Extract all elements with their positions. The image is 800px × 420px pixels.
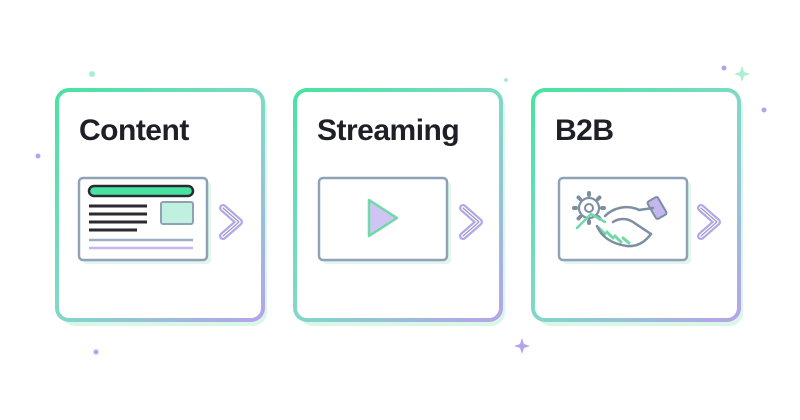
play-icon xyxy=(367,198,399,238)
handshake-icon xyxy=(575,196,668,248)
sparkle-icon xyxy=(734,66,750,82)
chevron-right-icon xyxy=(222,207,240,237)
sparkle-icon xyxy=(514,338,530,354)
chevron-right-icon xyxy=(462,207,480,237)
card-title: B2B xyxy=(555,114,614,147)
card-title: Content xyxy=(79,114,189,147)
card-content: Content xyxy=(55,88,273,328)
card-b2b: B2B xyxy=(531,88,749,328)
web-page-icon xyxy=(77,176,243,264)
card-streaming: Streaming xyxy=(293,88,511,328)
video-player-icon xyxy=(317,176,483,264)
handshake-gear-icon xyxy=(557,176,721,264)
chevron-right-icon xyxy=(700,207,718,237)
card-title: Streaming xyxy=(317,114,460,147)
